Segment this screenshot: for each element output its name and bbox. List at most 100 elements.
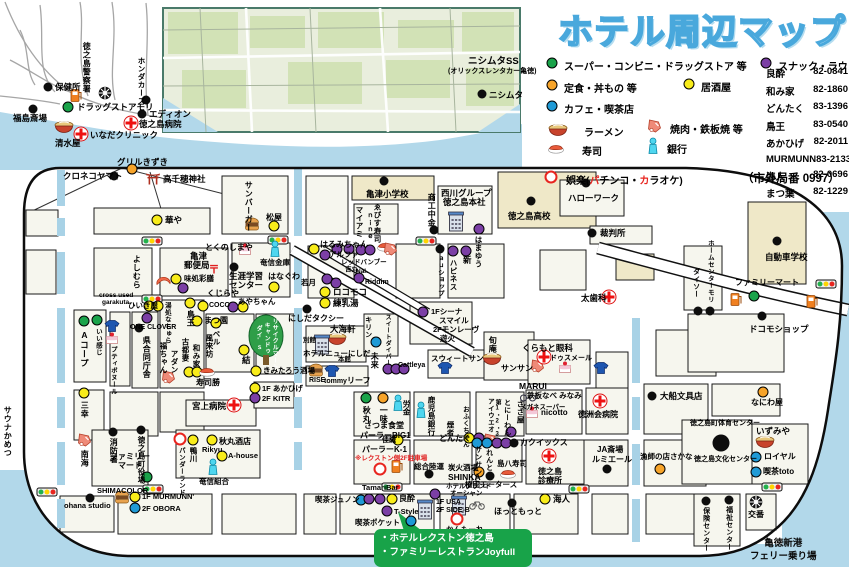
- amusement-ring-icon: [173, 432, 187, 446]
- map-label: 県合同庁舎: [142, 336, 152, 379]
- map-label: はなぐわ: [268, 272, 300, 281]
- clothing-icon: [593, 362, 609, 375]
- city-block: [591, 493, 629, 535]
- map-label: なにわ屋: [751, 398, 783, 407]
- building-icon: [448, 210, 465, 232]
- map-label: 風来坊: [204, 334, 214, 358]
- izakaya-dot-icon: [683, 78, 695, 90]
- izakaya-dot-icon: [268, 281, 280, 293]
- map-label: 寿司勝: [196, 378, 220, 387]
- map-label: Rikyu: [202, 445, 223, 454]
- map-label: 奄信金庫: [260, 258, 290, 267]
- traffic-signal-icon: [415, 236, 437, 246]
- map-label: はるみちゃん: [320, 240, 368, 249]
- map-label: カクイックス: [520, 438, 568, 447]
- map-label: 清水屋: [55, 138, 81, 148]
- map-label: きみたろう酒場: [263, 366, 316, 375]
- snack-bar-dot-icon: [249, 392, 261, 404]
- poi-dot-icon: [137, 109, 147, 119]
- map-label: 海人: [553, 494, 571, 504]
- map-label: 良酔: [399, 494, 415, 503]
- izakaya-dot-icon: [197, 300, 209, 312]
- yakiniku-icon: [77, 433, 92, 447]
- map-label: 若月: [301, 278, 316, 287]
- map-label: 徳之島: [538, 467, 562, 476]
- izakaya-dot-icon: [129, 491, 141, 503]
- city-block: [93, 247, 153, 297]
- map-label: 2F SIDE-B: [436, 507, 470, 514]
- map-label: T-Style: [394, 507, 419, 516]
- snack-bar-dot-icon: [460, 245, 472, 257]
- cake-icon: [238, 243, 252, 256]
- map-label: 湯処なちゅら: [163, 302, 171, 344]
- map-label: 徳之島文化センター: [694, 456, 757, 463]
- map-label: スイートダイバー: [384, 314, 391, 366]
- cake-icon: [105, 332, 119, 345]
- map-label: 交番: [748, 510, 764, 519]
- map-label: 奄信組合: [199, 477, 229, 486]
- inner-roads: [25, 167, 233, 215]
- poi-dot-icon: [587, 228, 597, 238]
- izakaya-dot-icon: [237, 301, 249, 313]
- poi-dot-icon: [28, 104, 38, 114]
- map-label: どんたく: [439, 434, 471, 443]
- poi-dot-icon: [526, 196, 536, 206]
- phone-number: 82-0841: [813, 66, 848, 77]
- map-label: にしだタクシー: [288, 314, 344, 323]
- map-label: 別館: [303, 337, 316, 344]
- cafe-dot-icon: [129, 502, 141, 514]
- map-label: いなだクリニック: [90, 130, 159, 140]
- map-label: オーシャン: [450, 490, 483, 497]
- map-label: TamariBar: [362, 483, 399, 492]
- map-label: 郵便局: [184, 260, 210, 270]
- inset-map: [162, 7, 521, 133]
- map-label: 喫茶ジュノン: [315, 495, 360, 504]
- map-label: ホテルニューにしだ: [303, 349, 371, 358]
- map-label: 福ちゃん: [158, 342, 168, 374]
- poi-dot-icon: [229, 262, 239, 272]
- building-icon: [314, 333, 331, 355]
- map-label: 第1・2・3: [494, 399, 501, 438]
- poi-dot-icon: [757, 311, 767, 321]
- map-label: とくのしまや: [205, 243, 253, 252]
- map-label: プティボヌール: [109, 346, 117, 395]
- map-label: アダン: [169, 350, 179, 374]
- city-block: [413, 439, 473, 485]
- yakiniku-icon: [647, 119, 662, 133]
- traffic-signal-icon: [142, 484, 164, 494]
- map-label: 本館: [338, 356, 351, 363]
- map-label: Riddim: [365, 279, 389, 286]
- ferry-line2: フェリー乗り場: [750, 550, 817, 562]
- supermarket-dot-icon: [360, 392, 372, 404]
- map-label: メガネスーパー: [520, 404, 566, 411]
- ramen-icon: [54, 118, 74, 134]
- map-label: ドゥスメール: [550, 355, 592, 362]
- map-label: 西川グループ: [441, 188, 492, 198]
- city-block: [395, 243, 441, 299]
- snack-bar-dot-icon: [417, 306, 429, 318]
- map-label: 保険センター: [702, 507, 710, 552]
- traffic-signal-icon: [141, 236, 163, 246]
- poi-dot-icon: [647, 391, 657, 401]
- poi-dot-icon: [724, 495, 734, 505]
- map-label: 2F KITR: [262, 394, 291, 403]
- clinic-cross-icon: [601, 289, 617, 305]
- poi-dot-icon: [43, 82, 53, 92]
- map-label: あやちゃん: [238, 297, 276, 306]
- legend-label: 居酒屋: [701, 83, 731, 94]
- izakaya-dot-icon: [539, 493, 551, 505]
- map-label: 三幸: [80, 401, 90, 418]
- snack-bar-dot-icon: [429, 488, 441, 500]
- yakiniku-icon: [383, 242, 398, 256]
- map-label: cross used: [99, 292, 134, 299]
- police-icon: [749, 495, 763, 509]
- cake-icon: [525, 406, 539, 419]
- map-label: 徳之島警察署: [82, 42, 92, 93]
- map-label: 高千穂神社: [163, 174, 206, 184]
- amusement-ring-icon: [544, 170, 558, 184]
- burger-icon: [244, 217, 261, 231]
- ramen-icon: [327, 330, 347, 346]
